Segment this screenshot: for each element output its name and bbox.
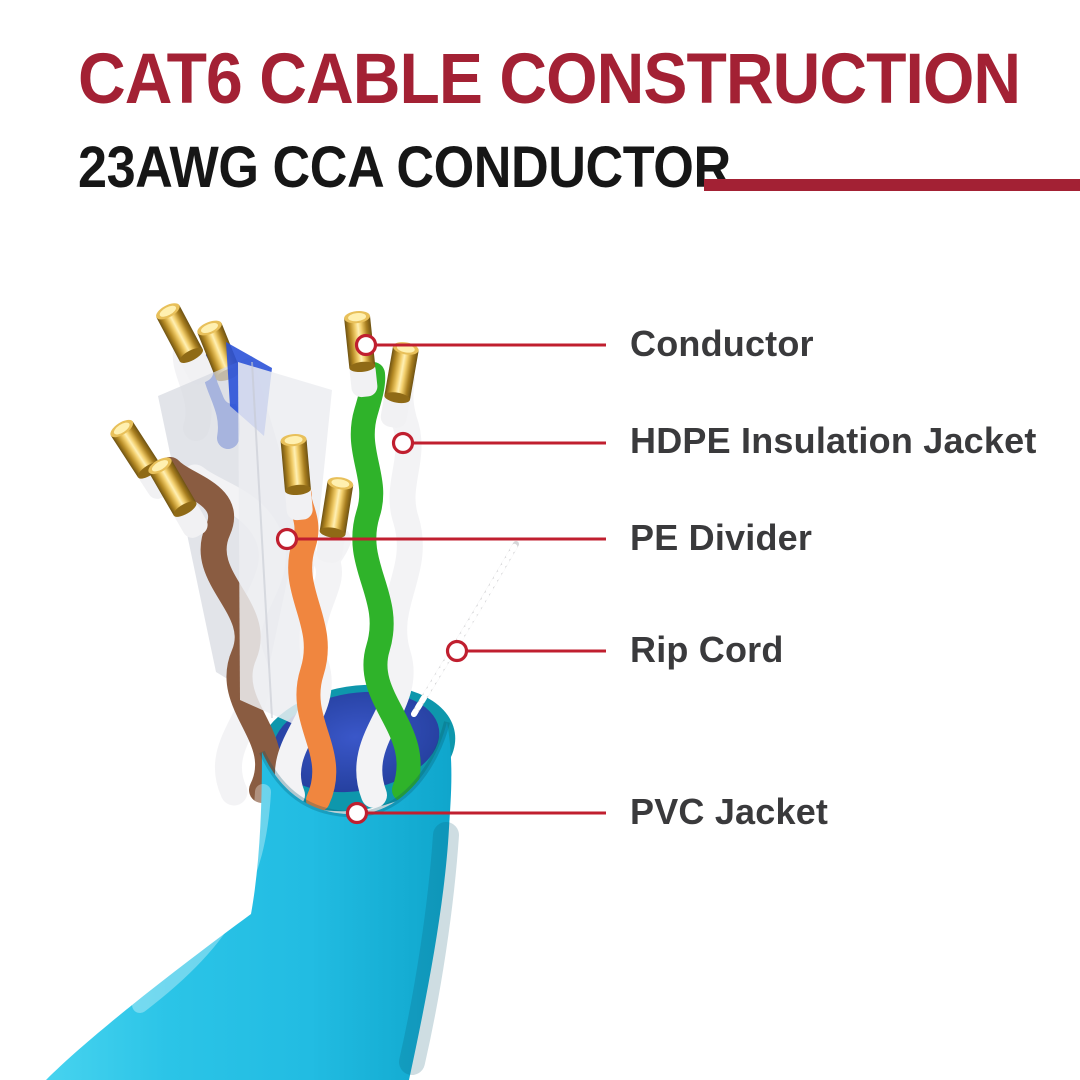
- rip-cord: [411, 541, 519, 717]
- pvc-jacket-marker: [345, 801, 369, 825]
- conductor-marker: [354, 333, 378, 357]
- callout-leaders: [287, 343, 606, 815]
- orange-pair: [274, 432, 355, 812]
- pe-divider-marker: [275, 527, 299, 551]
- callout-label-pe-divider: PE Divider: [630, 517, 813, 558]
- callout-label-conductor: Conductor: [630, 323, 814, 364]
- hdpe-marker: [391, 431, 415, 455]
- orange-pair-conductor-tip: [280, 432, 312, 497]
- blue-pair-conductor-tip: [153, 299, 206, 366]
- callout-markers: [275, 333, 469, 825]
- page-subtitle: 23AWG CCA CONDUCTOR: [78, 135, 731, 200]
- orange-pair-conductor-tip: [318, 475, 355, 540]
- green-pair: [343, 309, 423, 808]
- callout-label-pvc-jacket: PVC Jacket: [630, 791, 829, 832]
- subtitle-accent-line: [704, 179, 1080, 191]
- page-title: CAT6 CABLE CONSTRUCTION: [78, 40, 1021, 119]
- green-pair-conductor-tip: [383, 340, 420, 405]
- callout-label-hdpe-insulation-jacket: HDPE Insulation Jacket: [630, 420, 1037, 461]
- rip-cord-marker: [445, 639, 469, 663]
- callout-label-rip-cord: Rip Cord: [630, 629, 784, 670]
